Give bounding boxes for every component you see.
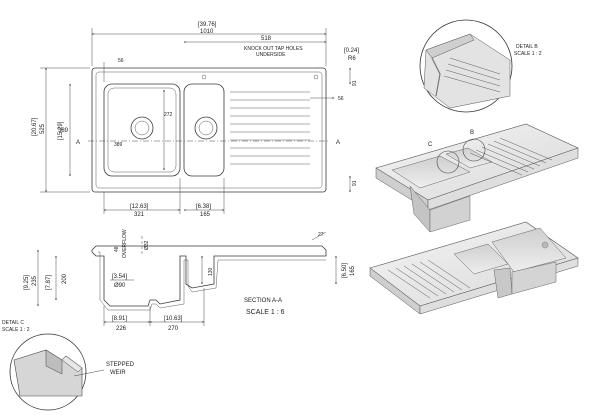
detail-b-title: DETAIL B <box>516 44 538 50</box>
section-view: 48 OVERFLOW Ø32 27 [9.25] 235 [7.87] 200… <box>24 229 356 332</box>
stepped-weir-label-2: WEIR <box>110 370 126 376</box>
section-caption: SECTION A-A <box>244 298 282 304</box>
top-view: A A [39.76] 1010 518 KNOCK OUT TAP HOLES… <box>32 22 359 218</box>
dim-321-mm: 321 <box>134 212 145 218</box>
dim-272: 272 <box>164 112 173 118</box>
radius-mm: R6 <box>348 56 356 62</box>
dim-165-in: [6.38] <box>196 204 211 210</box>
dim-depth-mm: 525 <box>40 123 46 134</box>
small-bowl-top <box>103 83 181 177</box>
small-bowl-waste <box>130 116 154 140</box>
iso-view-bottom <box>369 221 579 315</box>
section-scale: SCALE 1 : 6 <box>246 309 285 316</box>
main-bowl-top <box>183 83 225 177</box>
main-bowl-waste-inner <box>198 120 214 136</box>
sink-outline-top <box>91 67 327 193</box>
tap-hole <box>201 74 207 80</box>
dim-waste-in: [3.54] <box>112 274 127 280</box>
knockout-note-2: UNDERSIDE <box>256 52 286 58</box>
detail-c-scale: SCALE 1 : 2 <box>2 327 30 333</box>
knockout-note-1: KNOCK OUT TAP HOLES <box>244 46 303 52</box>
detail-c-title: DETAIL C <box>2 320 24 326</box>
detail-b-scale: SCALE 1 : 2 <box>514 51 542 57</box>
sink-inner-rim-top <box>95 71 323 189</box>
main-bowl-waste <box>194 116 218 140</box>
tap-hole <box>313 74 319 80</box>
dim-overall-in: [39.76] <box>198 22 217 28</box>
section-marker-right: A <box>336 140 340 146</box>
dim-overall-mm: 1010 <box>200 29 214 35</box>
detail-b: DETAIL B SCALE 1 : 2 <box>419 19 542 113</box>
dim-bowl-depth-mm: 389 <box>58 128 69 134</box>
drainer-grooves-top <box>230 91 310 165</box>
dim-200-mm: 200 <box>62 273 68 284</box>
dia-32: Ø32 <box>144 240 150 250</box>
iso-label-b: B <box>470 130 474 136</box>
dim-200-in: [7.87] <box>46 275 52 290</box>
overflow-label: OVERFLOW <box>122 229 128 258</box>
dim-235-mm: 235 <box>32 275 38 286</box>
dim-small-bowl-h: 389 <box>114 142 123 148</box>
dim-321-in: [12.63] <box>130 204 149 210</box>
stepped-weir-label-1: STEPPED <box>106 362 135 368</box>
dim-right-91-bottom: 91 <box>352 180 358 186</box>
section-profile-inner <box>98 251 326 311</box>
section-marker-left: A <box>76 140 80 146</box>
dim-165-right-in: [6.50] <box>342 263 348 278</box>
dim-top-56: 56 <box>118 58 124 64</box>
small-bowl-waste-inner <box>134 120 150 136</box>
small-bowl-inner <box>107 87 177 173</box>
dim-235-in: [9.25] <box>24 275 30 290</box>
iso-drainer-grooves-2 <box>387 259 471 299</box>
dim-130: 130 <box>208 267 214 276</box>
section-profile <box>91 245 327 307</box>
dim-165-right-mm: 165 <box>350 265 356 276</box>
dim-226-in: [8.91] <box>112 316 127 322</box>
dim-270-mm: 270 <box>168 326 179 332</box>
dim-depth-in: [20.67] <box>32 117 38 136</box>
iso-label-c: C <box>428 142 433 148</box>
iso-view-top: C B <box>375 123 579 233</box>
detail-c: DETAIL C SCALE 1 : 2 STEPPED WEIR <box>2 320 135 411</box>
dim-518-label: 518 <box>261 36 272 42</box>
radius-in: [0.24] <box>344 48 359 54</box>
dim-right-56: 56 <box>338 96 344 102</box>
dim-270-in: [10.63] <box>164 316 183 322</box>
dim-right-91-top: 91 <box>352 80 358 86</box>
overflow-48: 48 <box>114 246 120 252</box>
dim-waste-mm: Ø90 <box>114 283 126 289</box>
dim-165-mm: 165 <box>200 212 211 218</box>
dim-226-mm: 226 <box>116 326 127 332</box>
dim-bowl-depth-in: [15.29] <box>58 121 64 140</box>
detail-b-grooves <box>443 57 501 93</box>
